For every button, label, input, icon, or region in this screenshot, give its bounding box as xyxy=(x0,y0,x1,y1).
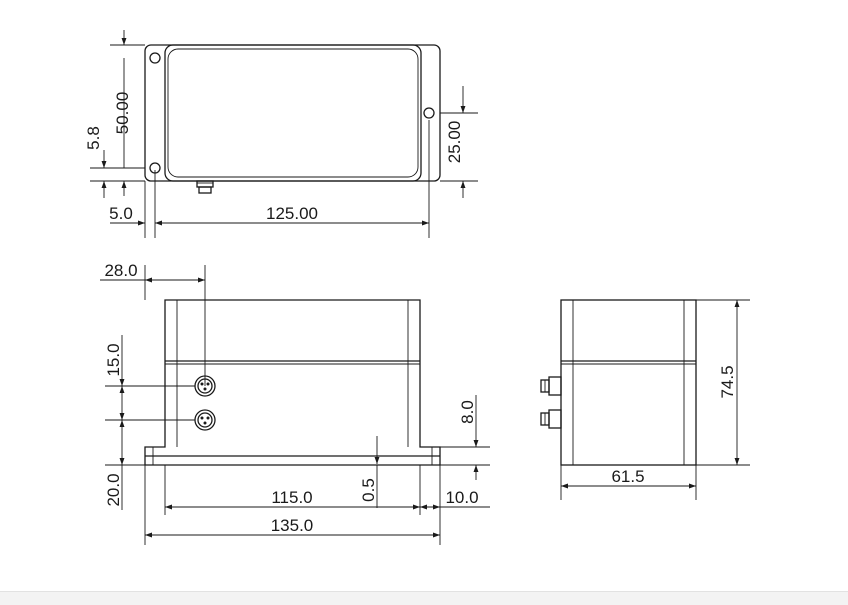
dim-top-width: 125.00 xyxy=(266,204,318,223)
dim-side-height: 74.5 xyxy=(718,365,737,398)
dim-front-flange-height: 8.0 xyxy=(458,400,477,424)
front-view-outline xyxy=(144,299,441,466)
bottom-strip xyxy=(0,591,848,605)
top-view-hole-upper-left xyxy=(149,52,161,64)
front-view-connector-lower xyxy=(194,409,216,431)
dim-front-total-width: 135.0 xyxy=(271,516,314,535)
dim-front-flange-gap: 0.5 xyxy=(359,478,378,502)
top-view-housing-outer xyxy=(164,44,422,182)
side-view-connector-lower xyxy=(540,409,562,429)
dim-top-height: 50.00 xyxy=(113,92,132,135)
dim-front-connector-spacing: 15.0 xyxy=(104,343,123,376)
top-view-connector xyxy=(196,180,214,194)
top-view: 50.00 5.8 25.00 5.0 125.00 xyxy=(84,30,478,238)
dim-top-hole-offset: 5.0 xyxy=(109,204,133,223)
top-view-housing-inner xyxy=(167,48,419,178)
side-view: 74.5 61.5 xyxy=(540,299,750,500)
dim-top-offset-left: 5.8 xyxy=(84,126,103,150)
dim-front-flange-width: 10.0 xyxy=(445,488,478,507)
side-view-connector-upper xyxy=(540,376,562,396)
front-view: 28.0 15.0 20.0 0.5 8.0 115.0 10.0 135 xyxy=(100,261,490,545)
dim-top-offset-right: 25.00 xyxy=(445,121,464,164)
dim-side-width: 61.5 xyxy=(611,467,644,486)
dim-front-inner-width: 115.0 xyxy=(271,488,312,507)
top-view-flange-outline xyxy=(144,44,441,182)
dim-front-connector-x: 28.0 xyxy=(104,261,137,280)
side-view-outline xyxy=(560,299,697,466)
dim-front-connector-base: 20.0 xyxy=(104,473,123,506)
top-view-hole-right xyxy=(423,107,435,119)
